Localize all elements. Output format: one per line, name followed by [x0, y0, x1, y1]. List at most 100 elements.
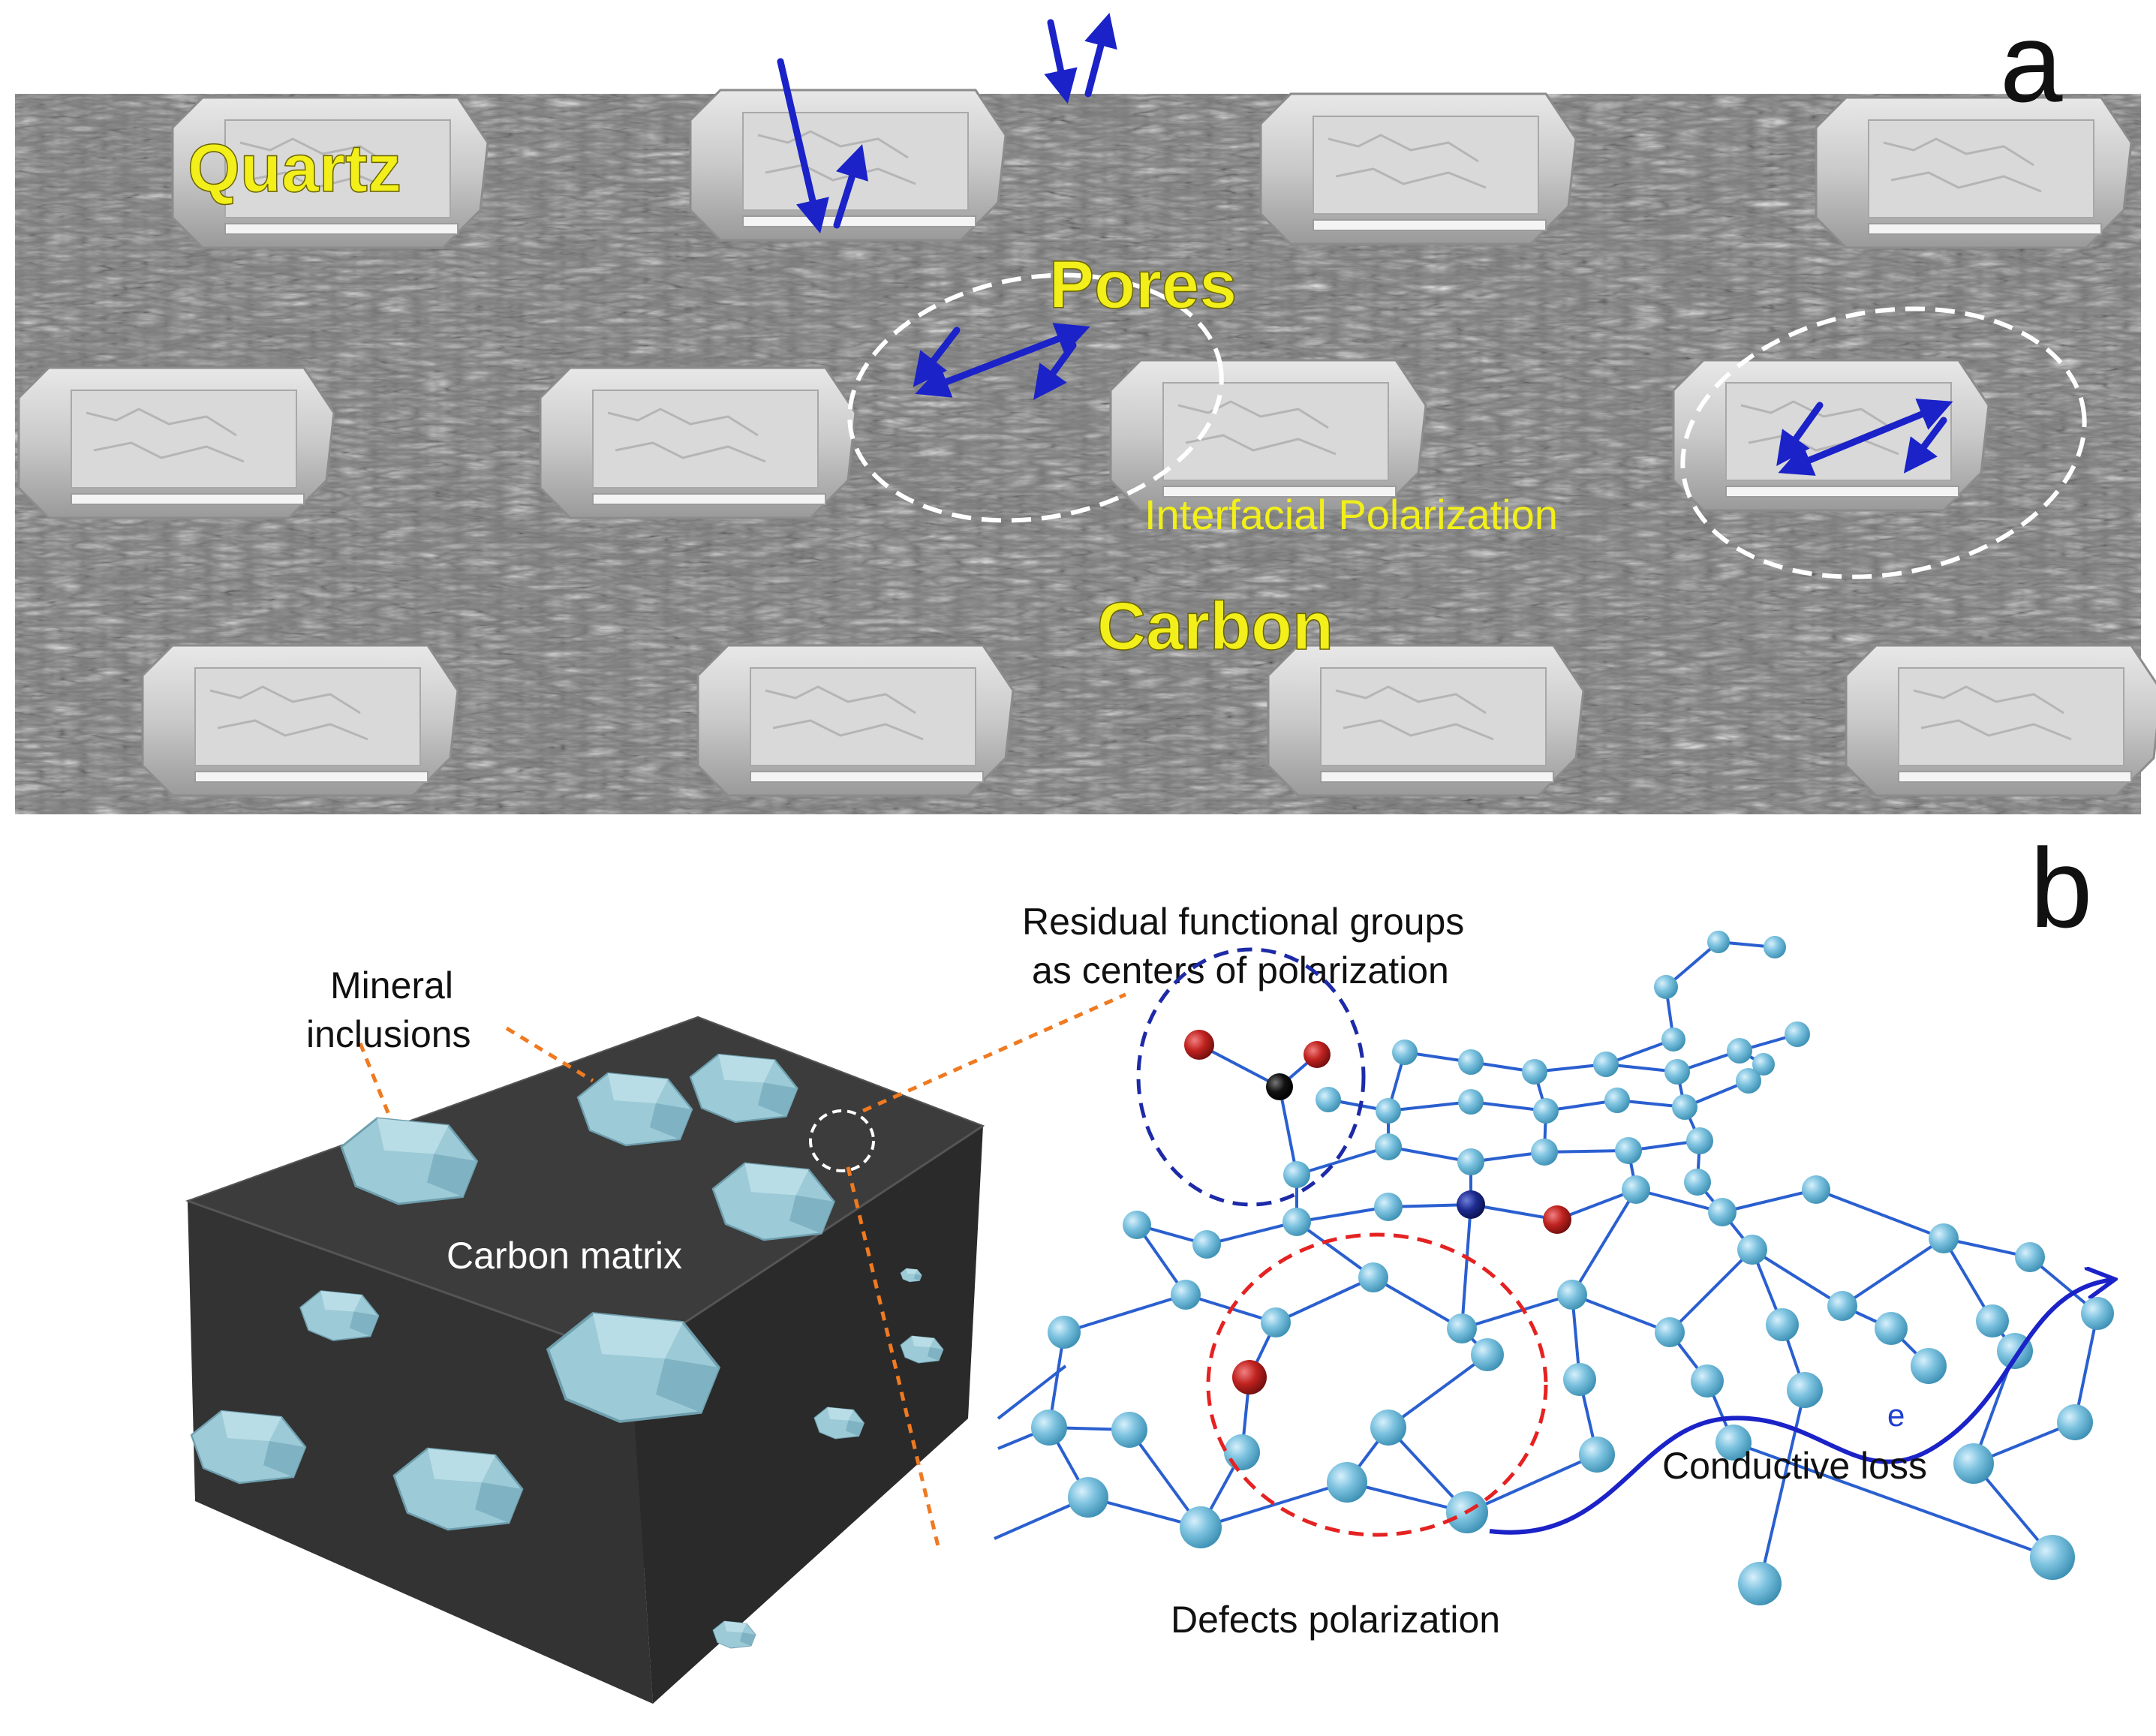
- carbon-atom: [2057, 1404, 2093, 1440]
- bond: [1751, 1248, 1844, 1307]
- bond: [1460, 1204, 1472, 1329]
- carbon-atom: [1557, 1280, 1587, 1310]
- oxygen-atom: [1304, 1041, 1331, 1068]
- carbon-atom: [1655, 1317, 1685, 1347]
- carbon-atom: [1563, 1363, 1596, 1396]
- bond: [1466, 1453, 1598, 1514]
- label-mineral-line2: inclusions: [306, 1013, 471, 1055]
- quartz-crystal: [17, 366, 335, 519]
- oxygen-atom: [1232, 1360, 1267, 1395]
- carbon-atom: [1766, 1308, 1799, 1341]
- label-residual-line1: Residual functional groups: [1022, 901, 1464, 943]
- carbon-atom: [2030, 1535, 2075, 1580]
- quartz-crystal: [1815, 96, 2133, 249]
- carbon-atom: [1192, 1230, 1221, 1259]
- panel-b: b Carbon matrix: [185, 825, 2114, 1704]
- carbon-atom: [1283, 1161, 1310, 1188]
- carbon-atom: [1615, 1137, 1642, 1164]
- carbon-atom: [1261, 1307, 1291, 1337]
- graphene-network: [994, 931, 2114, 1605]
- bond: [1461, 1293, 1573, 1330]
- carbon-atom: [1737, 1235, 1767, 1265]
- pore-arrow: [1033, 341, 1077, 400]
- carbon-atom: [1123, 1211, 1151, 1239]
- bond: [1635, 1188, 1723, 1214]
- functional-group-circle: [1136, 947, 1366, 1207]
- carbon-matrix-block: Carbon matrix: [185, 1015, 985, 1704]
- incident-arrow: [777, 58, 829, 234]
- quartz-crystal: [1259, 92, 1577, 245]
- carbon-atom: [1533, 1098, 1559, 1124]
- carbon-atom: [1327, 1462, 1367, 1503]
- carbon-atom: [1471, 1338, 1504, 1371]
- carbon-atom: [1031, 1410, 1067, 1446]
- leader-lines: [358, 992, 1127, 1547]
- carbon-atom: [1929, 1223, 1959, 1253]
- pores-circle: [847, 272, 1224, 523]
- carbon-atom: [1736, 1068, 1761, 1094]
- reflection-arrows: [777, 12, 1953, 476]
- bond: [1296, 1145, 1389, 1176]
- carbon-atom: [1802, 1175, 1830, 1204]
- bond: [1388, 1145, 1472, 1163]
- bond: [1206, 1220, 1298, 1246]
- carbon-atom: [1171, 1280, 1201, 1310]
- carbon-atom: [1180, 1506, 1222, 1548]
- carbon-atom: [1282, 1208, 1311, 1236]
- bond: [1544, 1149, 1629, 1154]
- interface-arrow: [1778, 399, 1953, 476]
- carbon-atom: [1691, 1364, 1724, 1398]
- interface-arrow: [1903, 417, 1947, 474]
- carbon-atom: [1457, 1148, 1484, 1175]
- reflected-arrow: [1084, 12, 1117, 98]
- carbon-atom: [1375, 1133, 1402, 1160]
- carbon-atom: [1707, 931, 1730, 953]
- carbon-atom: [1579, 1437, 1615, 1473]
- label-residual-line2: as centers of polarization: [1032, 949, 1449, 991]
- bond: [1470, 1203, 1558, 1221]
- bond: [2073, 1313, 2099, 1423]
- carbon-atom: [1458, 1049, 1484, 1075]
- carbon-atom: [1684, 1169, 1711, 1196]
- bond: [1295, 1220, 1375, 1279]
- carbon-atom: [1785, 1021, 1810, 1047]
- label-carbon: Carbon: [1097, 589, 1334, 664]
- carbon-atom: [1522, 1059, 1547, 1085]
- bond: [1388, 1100, 1472, 1112]
- carbon-atom: [1531, 1139, 1558, 1166]
- carbon-atom: [1911, 1348, 1947, 1384]
- carbon-atom: [1458, 1089, 1484, 1115]
- bond: [1278, 1086, 1298, 1175]
- label-electron: e: [1887, 1398, 1905, 1433]
- mineral-inclusion: [712, 1620, 756, 1649]
- carbon-atom: [1875, 1312, 1908, 1345]
- carbon-atom: [1068, 1477, 1108, 1518]
- bond: [1841, 1237, 1945, 1307]
- carbon-atom: [1376, 1098, 1401, 1124]
- label-mineral-line1: Mineral: [330, 964, 453, 1006]
- carbon-atom: [1715, 1425, 1752, 1461]
- carbon-atom: [1593, 1052, 1619, 1077]
- label-interfacial-polarization: Interfacial Polarization: [1144, 491, 1558, 538]
- interfacial-circle: [1680, 306, 2087, 579]
- oxygen-atom: [1184, 1030, 1214, 1060]
- bond: [1198, 1043, 1280, 1088]
- carbon-atom: [1604, 1088, 1630, 1113]
- bond: [1571, 1293, 1670, 1334]
- carbon-atom: [2081, 1297, 2114, 1330]
- bond: [1387, 1353, 1489, 1429]
- panel-letter-b: b: [2030, 825, 2092, 951]
- label-carbon-matrix: Carbon matrix: [447, 1235, 682, 1277]
- quartz-crystal: [141, 644, 459, 797]
- carbon-atom: [1787, 1372, 1823, 1408]
- carbon-atom: [1224, 1434, 1260, 1470]
- quartz-crystal: [696, 644, 1015, 797]
- bond: [1668, 1248, 1754, 1334]
- carbon-atom: [1654, 975, 1678, 999]
- bond: [1571, 1188, 1637, 1296]
- bond: [1815, 1188, 1944, 1240]
- quartz-crystal: [1109, 359, 1427, 512]
- bond: [1296, 1205, 1389, 1223]
- label-pores: Pores: [1049, 248, 1237, 323]
